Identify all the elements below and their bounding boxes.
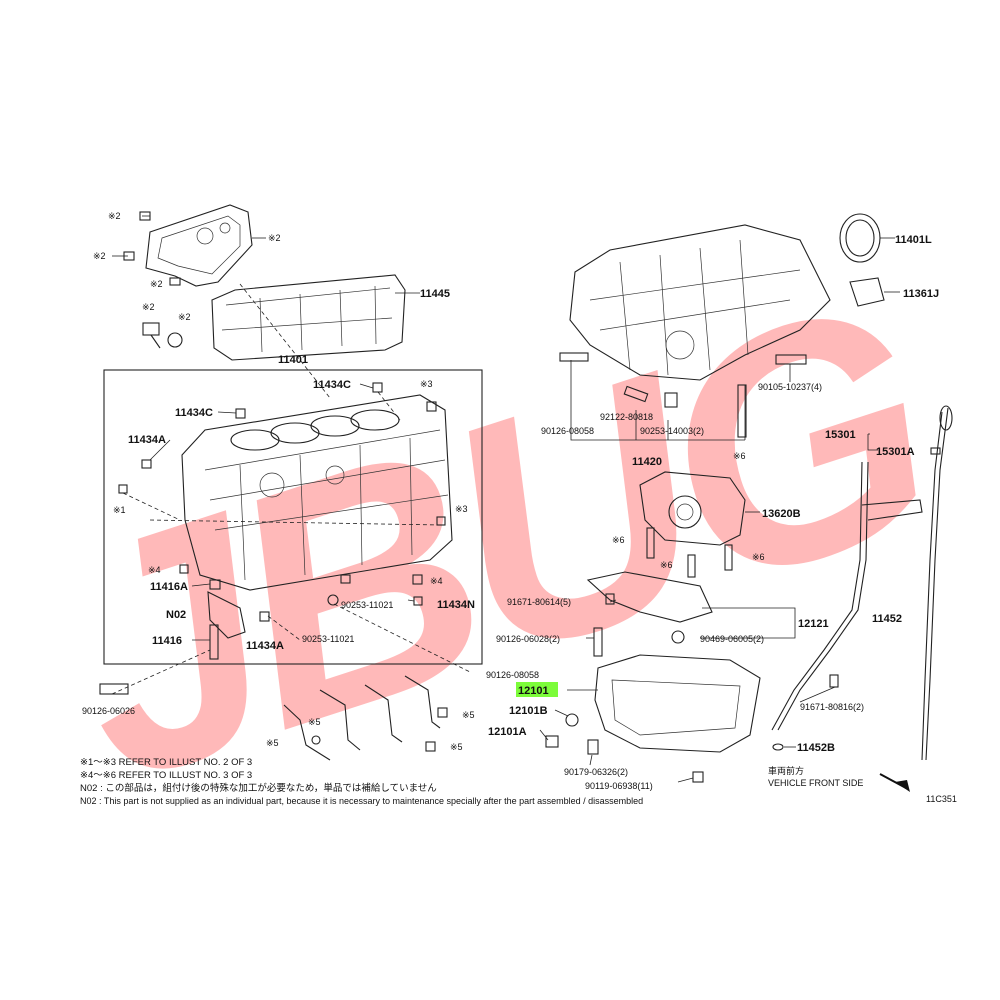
label-15301a: 15301A — [876, 446, 915, 458]
label-90126-08058-b: 90126-08058 — [486, 670, 539, 680]
refmark: ※2 — [142, 302, 155, 312]
refmark: ※5 — [266, 738, 279, 748]
refmark: ※3 — [455, 504, 468, 514]
refmark: ※5 — [308, 717, 321, 727]
label-11434n: 11434N — [437, 599, 475, 611]
label-90253-14003: 90253-14003(2) — [640, 426, 704, 436]
block-frame — [103, 369, 483, 665]
label-91671-80816: 91671-80816(2) — [800, 702, 864, 712]
crankcase-fasteners — [559, 352, 807, 438]
direction-jp: 車両前方 — [768, 765, 804, 776]
refmark: ※2 — [150, 279, 163, 289]
label-11416: 11416 — [152, 635, 182, 647]
label-11401: 11401 — [278, 354, 308, 366]
oil-level-gauge — [921, 405, 953, 761]
refmark: ※6 — [612, 535, 625, 545]
label-15301: 15301 — [825, 429, 856, 441]
refmark: ※6 — [752, 552, 765, 562]
label-92122-80818: 92122-80818 — [600, 412, 653, 422]
label-n02: N02 — [166, 609, 186, 621]
label-11401l: 11401L — [895, 234, 932, 246]
oil-pan-baffle-upper — [211, 274, 406, 361]
reference-marks: ※2 ※2 ※2 ※2 ※2 ※2 ※3 ※3 ※1 ※4 ※4 ※5 ※5 ※… — [93, 211, 765, 752]
illustration-code: 11C351 — [926, 794, 957, 804]
rear-oil-seal-11401L — [839, 213, 881, 263]
label-12101-highlight — [516, 682, 558, 697]
retainer-11361J — [849, 277, 885, 307]
label-90126-08058-a: 90126-08058 — [541, 426, 594, 436]
refmark: ※6 — [660, 560, 673, 570]
label-11452b: 11452B — [797, 742, 835, 754]
label-90105-10237: 90105-10237(4) — [758, 382, 822, 392]
refmark: ※4 — [430, 576, 443, 586]
oil-jets — [283, 675, 448, 761]
oil-pump-13620B — [639, 471, 746, 578]
refmark: ※6 — [733, 451, 746, 461]
label-13620b: 13620B — [762, 508, 801, 520]
gauge-guide-11452 — [771, 461, 923, 751]
leader-lines — [112, 215, 900, 783]
label-90119-06938: 90119-06938(11) — [585, 781, 653, 791]
label-11420: 11420 — [632, 456, 662, 468]
note-line-1: ※1～※3 REFER TO ILLUST NO. 2 OF 3 — [80, 757, 252, 768]
part-labels: 11445 11401 11434C 11434C 11434A 11416A … — [82, 234, 939, 791]
label-12101a: 12101A — [488, 726, 527, 738]
note-line-2: ※4～※6 REFER TO ILLUST NO. 3 OF 3 — [80, 770, 252, 781]
block-small-parts — [118, 382, 446, 660]
label-91671-80614: 91671-80614(5) — [507, 597, 571, 607]
label-12101: 12101 — [518, 685, 549, 697]
label-11452: 11452 — [872, 613, 902, 625]
label-90126-06028: 90126-06028(2) — [496, 634, 560, 644]
label-12101b: 12101B — [509, 705, 548, 717]
label-11434c-b: 11434C — [175, 407, 213, 419]
cylinder-block — [181, 394, 453, 591]
label-90126-06026: 90126-06026 — [82, 706, 135, 716]
refmark: ※5 — [450, 742, 463, 752]
note-line-3: N02 : この部品は，組付け後の特殊な加工が必要なため，単品では補給していませ… — [80, 782, 437, 794]
label-90179-06326: 90179-06326(2) — [564, 767, 628, 777]
baffle-plate-12121 — [586, 571, 713, 644]
refmark: ※2 — [93, 251, 106, 261]
label-11361j: 11361J — [903, 288, 939, 300]
label-11434a: 11434A — [128, 434, 166, 446]
note-line-4: N02 : This part is not supplied as an in… — [80, 796, 643, 806]
label-12121: 12121 — [798, 618, 829, 630]
refmark: ※5 — [462, 710, 475, 720]
head-gasket-cover — [145, 204, 253, 287]
refmark: ※2 — [108, 211, 121, 221]
notes: ※1～※3 REFER TO ILLUST NO. 2 OF 3 ※4～※6 R… — [80, 757, 643, 806]
label-11434a-b: 11434A — [246, 640, 284, 652]
direction-en: VEHICLE FRONT SIDE — [768, 778, 863, 788]
label-90253-11021-a: 90253-11021 — [341, 600, 393, 610]
vehicle-front-arrow — [879, 773, 910, 792]
lower-crankcase — [569, 224, 831, 381]
refmark: ※1 — [113, 505, 126, 515]
label-90253-11021-b: 90253-11021 — [302, 634, 354, 644]
label-11416a: 11416A — [150, 581, 188, 593]
label-90469-06005: 90469-06005(2) — [700, 634, 764, 644]
refmark: ※4 — [148, 565, 161, 575]
crank-bolt-90126-06026 — [99, 683, 129, 695]
refmark: ※2 — [178, 312, 191, 322]
refmark: ※2 — [268, 233, 281, 243]
oil-pan-12101 — [545, 627, 761, 783]
refmark: ※3 — [420, 379, 433, 389]
label-11434c-a: 11434C — [313, 379, 351, 391]
label-11445: 11445 — [420, 288, 450, 300]
